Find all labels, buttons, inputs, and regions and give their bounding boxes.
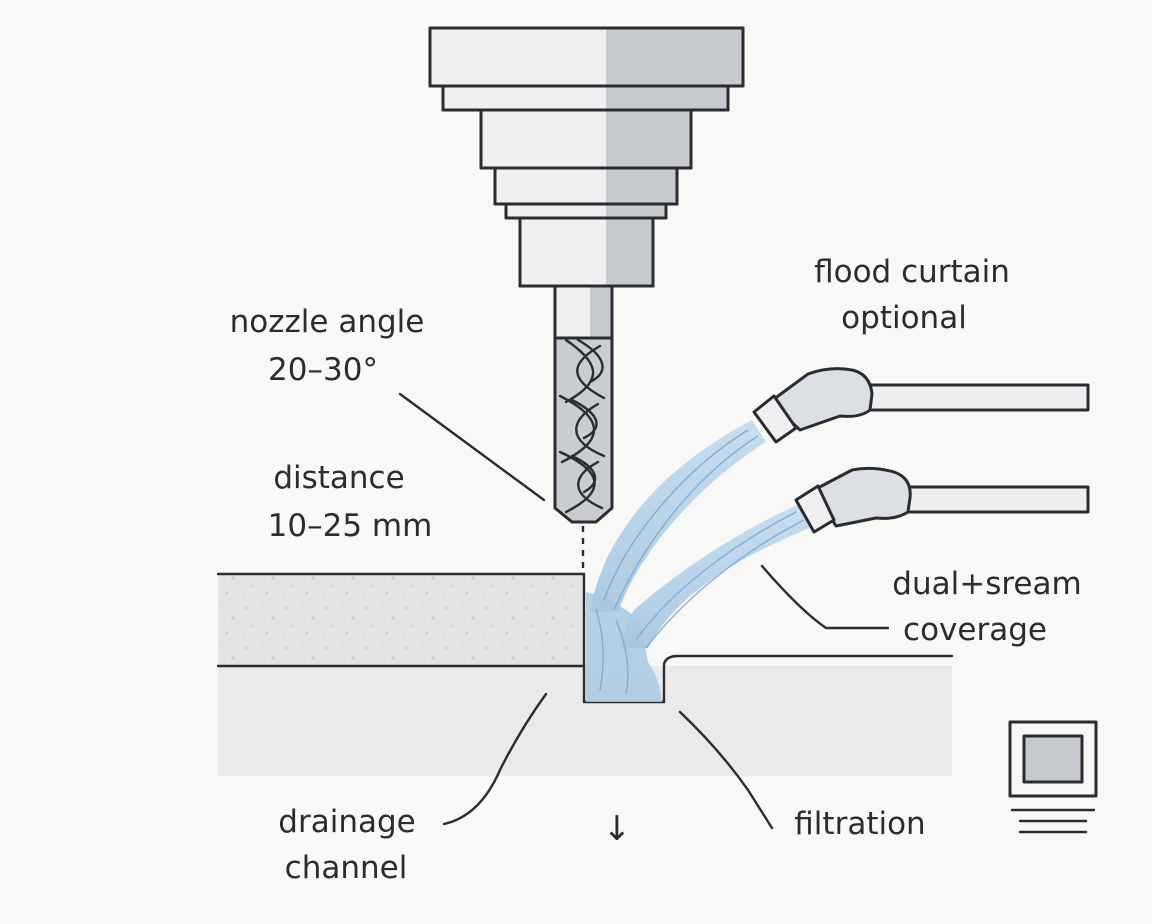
- filtration-label: filtration: [794, 806, 925, 842]
- dual-stream-label: dual+sream: [892, 566, 1081, 602]
- spindle: [428, 26, 745, 288]
- flood-curtain-label: flood curtain: [814, 254, 1010, 290]
- flow-down-arrow: ↓: [603, 809, 632, 849]
- nozzle-angle-value: 20–30°: [268, 352, 378, 388]
- workpiece: [216, 572, 954, 776]
- distance-value: 10–25 mm: [268, 508, 433, 544]
- milling-cutter-icon: [553, 284, 614, 524]
- dual-stream-sub: coverage: [903, 612, 1047, 648]
- leader-lines: [398, 392, 890, 830]
- flood-curtain-sub: optional: [841, 300, 967, 336]
- nozzle-angle-label: nozzle angle: [230, 304, 425, 340]
- coolant-flow: [586, 420, 810, 702]
- distance-label: distance: [273, 460, 404, 496]
- drainage-sub: channel: [285, 850, 408, 886]
- drainage-label: drainage: [278, 804, 415, 840]
- coolant-nozzle-icon: [752, 367, 1090, 534]
- filter-unit-icon: [1008, 720, 1098, 834]
